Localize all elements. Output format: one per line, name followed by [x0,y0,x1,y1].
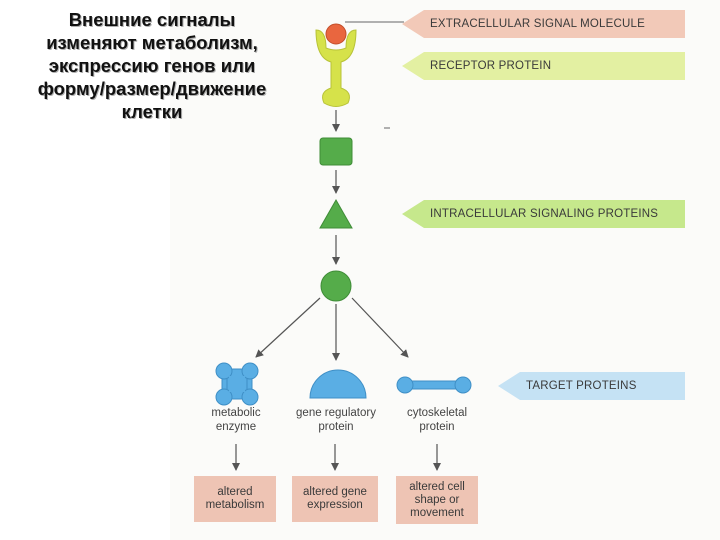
intracellular-protein-triangle [319,198,353,229]
intracellular-protein-square [319,137,353,166]
cytoskeletal-protein-shape [396,376,472,394]
title-line: клетки [121,101,183,122]
banner-label: INTRACELLULAR SIGNALING PROTEINS [430,208,659,220]
receptor-protein-shape [315,29,357,107]
banner-receptor-protein: RECEPTOR PROTEIN [402,52,685,80]
title-line: экспрессию генов или [48,55,256,76]
gene-regulatory-protein-shape [309,369,367,399]
arrow-to-metabolic-enzyme [255,297,321,358]
intracellular-protein-circle [320,270,352,302]
banner-label: EXTRACELLULAR SIGNAL MOLECULE [430,18,645,30]
title-line: изменяют метаболизм, [46,32,258,53]
banner-extracellular-signal: EXTRACELLULAR SIGNAL MOLECULE [402,10,685,38]
label-gene-regulatory-protein: gene regulatory protein [296,407,376,433]
arrow-to-cytoskeletal-protein [351,297,409,358]
banner-intracellular-signaling: INTRACELLULAR SIGNALING PROTEINS [402,200,685,228]
slide-title: Внешние сигналы изменяют метаболизм, экс… [14,8,290,123]
signal-molecule-shape [325,23,347,45]
banner-target-proteins: TARGET PROTEINS [498,372,685,400]
title-line: форму/размер/движение [37,78,267,99]
label-metabolic-enzyme: metabolic enzyme [211,407,261,433]
outcome-altered-metabolism: altered metabolism [194,476,276,522]
banner-label: RECEPTOR PROTEIN [430,60,552,72]
figure-panel [170,0,720,540]
outcome-altered-cell-shape: altered cell shape or movement [396,476,478,524]
label-cytoskeletal-protein: cytoskeletal protein [406,407,468,433]
banner-label: TARGET PROTEINS [526,380,637,392]
outcome-altered-gene-expression: altered gene expression [292,476,378,522]
title-line: Внешние сигналы [68,9,236,30]
